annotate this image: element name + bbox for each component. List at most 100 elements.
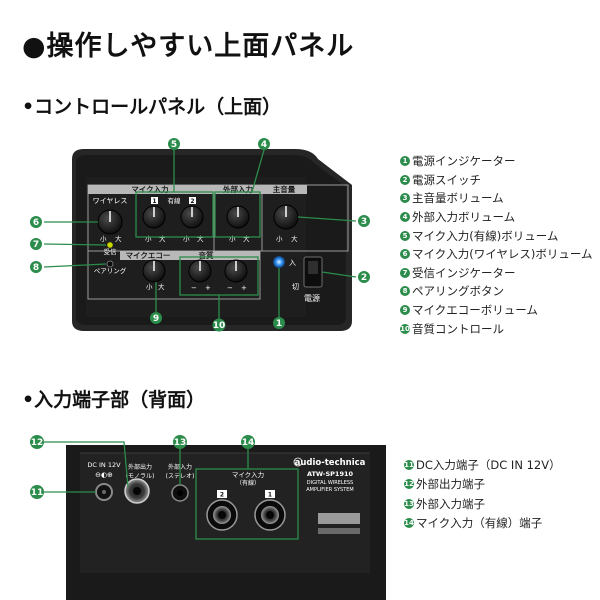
power-switch[interactable] bbox=[303, 256, 323, 288]
callout-2: 2 bbox=[358, 271, 370, 283]
ch2-box bbox=[189, 197, 196, 204]
label-plate bbox=[318, 513, 360, 524]
power-led bbox=[273, 256, 285, 268]
legend-text: 受信インジケーター bbox=[412, 265, 516, 280]
tone2-minus-label: − bbox=[227, 284, 233, 292]
legend-text: マイク入力（有線）端子 bbox=[416, 516, 543, 531]
wireless-label: ワイヤレス bbox=[93, 197, 128, 205]
knob-wireless[interactable] bbox=[97, 209, 123, 235]
legend-text: マイク入力(有線)ボリューム bbox=[412, 228, 559, 243]
callout-9: 9 bbox=[150, 312, 162, 324]
pairing-button[interactable] bbox=[106, 260, 114, 268]
echo-small-label: 小 bbox=[146, 282, 153, 291]
legend-badge: 12 bbox=[404, 479, 414, 490]
power-label: 電源 bbox=[304, 294, 320, 303]
legend-badge: 7 bbox=[400, 267, 410, 278]
ch2-text: 2 bbox=[190, 198, 194, 205]
svg-text:4: 4 bbox=[261, 140, 267, 150]
legend-text: マイク入力(ワイヤレス)ボリューム bbox=[412, 247, 593, 262]
desc-line-2: AMPLIFIER SYSTEM bbox=[306, 487, 354, 493]
legend-text: 外部出力端子 bbox=[416, 477, 485, 492]
legend-badge: 13 bbox=[404, 498, 414, 509]
desc-line-1: DIGITAL WIRELESS bbox=[307, 480, 353, 486]
legend-badge: 3 bbox=[400, 193, 410, 204]
legend-badge: 8 bbox=[400, 286, 410, 297]
callout-7: 7 bbox=[30, 238, 42, 250]
knob-main-volume[interactable] bbox=[273, 204, 299, 230]
callout-3: 3 bbox=[358, 215, 370, 227]
svg-text:14: 14 bbox=[242, 438, 255, 448]
main-small-label: 小 bbox=[276, 234, 283, 243]
svg-text:8: 8 bbox=[33, 263, 39, 273]
svg-text:1: 1 bbox=[276, 319, 282, 329]
mic-input-jack-2[interactable] bbox=[206, 499, 238, 531]
legend-text: 主音量ボリューム bbox=[412, 191, 504, 206]
dc-in-jack[interactable] bbox=[95, 483, 113, 501]
svg-text:12: 12 bbox=[31, 438, 44, 448]
ext-out-jack[interactable] bbox=[124, 478, 150, 504]
knob-tone-2[interactable] bbox=[224, 259, 248, 283]
legend-text: DC入力端子（DC IN 12V） bbox=[416, 457, 561, 472]
wireless-large-label: 大 bbox=[115, 234, 122, 243]
legend-badge: 14 bbox=[404, 518, 414, 529]
ch1-box bbox=[151, 197, 158, 204]
knob-external-input[interactable] bbox=[226, 205, 250, 229]
svg-text:5: 5 bbox=[171, 140, 177, 150]
callout-11: 11 bbox=[30, 485, 44, 499]
callout-5: 5 bbox=[168, 138, 180, 150]
wireless-small-label: 小 bbox=[100, 234, 107, 243]
power-on-label: 入 bbox=[289, 259, 296, 267]
label-tabs bbox=[88, 185, 307, 260]
knob-tone-1[interactable] bbox=[188, 259, 212, 283]
pairing-label: ペアリング bbox=[94, 266, 127, 275]
mic-input-jack-1[interactable] bbox=[254, 499, 286, 531]
legend-text: 電源インジケーター bbox=[412, 154, 516, 169]
ext-in-jack[interactable] bbox=[171, 484, 189, 502]
mic-input-back-sub-label: （有線） bbox=[236, 479, 260, 487]
echo-large-label: 大 bbox=[158, 282, 165, 291]
legend-text: 音質コントロール bbox=[412, 321, 504, 336]
jack1-text: 1 bbox=[268, 492, 272, 499]
control-panel-illustration: マイク入力 外部入力 主音量 マイクエコー 音質 ワイヤレス 有線 1 2 bbox=[30, 138, 370, 332]
tone1-plus-label: + bbox=[205, 284, 211, 292]
jack1-box bbox=[265, 490, 275, 498]
knob-wired-1[interactable] bbox=[142, 205, 166, 229]
mic-input-label: マイク入力 bbox=[131, 184, 168, 194]
legend-text: 電源スイッチ bbox=[412, 172, 481, 187]
receive-led bbox=[106, 241, 114, 249]
section-heading-back-panel: •入力端子部（背面） bbox=[22, 389, 206, 411]
legend-badge: 10 bbox=[400, 323, 410, 334]
tone-label: 音質 bbox=[199, 250, 214, 260]
model-label: ATW-SP1910 bbox=[307, 470, 354, 478]
legend-text: マイクエコーボリューム bbox=[412, 303, 538, 318]
svg-text:6: 6 bbox=[33, 218, 39, 228]
callout-8: 8 bbox=[30, 261, 42, 273]
knob-wired-2[interactable] bbox=[180, 205, 204, 229]
tone1-minus-label: − bbox=[191, 284, 197, 292]
svg-text:11: 11 bbox=[31, 488, 44, 498]
legend-badge: 2 bbox=[400, 174, 410, 185]
back-panel-illustration: DC IN 12V ⊖◐⊕ 外部出力 (モノラル) 外部入力 (ステレオ) マイ… bbox=[30, 435, 386, 600]
main-large-label: 大 bbox=[291, 234, 298, 243]
svg-text:2: 2 bbox=[361, 273, 367, 283]
svg-text:3: 3 bbox=[361, 217, 367, 227]
legend-badge: 4 bbox=[400, 212, 410, 223]
knob-mic-echo[interactable] bbox=[142, 259, 166, 283]
ext-large-label: 大 bbox=[243, 234, 250, 243]
receive-label: 受信 bbox=[104, 247, 118, 256]
wired2-large-label: 大 bbox=[197, 234, 204, 243]
mic-input-back-label: マイク入力 bbox=[232, 470, 264, 479]
external-input-label: 外部入力 bbox=[223, 184, 253, 194]
section-heading-top-panel: •コントロールパネル（上面） bbox=[22, 96, 282, 118]
power-off-label: 切 bbox=[292, 283, 299, 291]
legend-badge: 11 bbox=[404, 459, 414, 470]
page-title: ●操作しやすい上面パネル bbox=[22, 31, 355, 62]
